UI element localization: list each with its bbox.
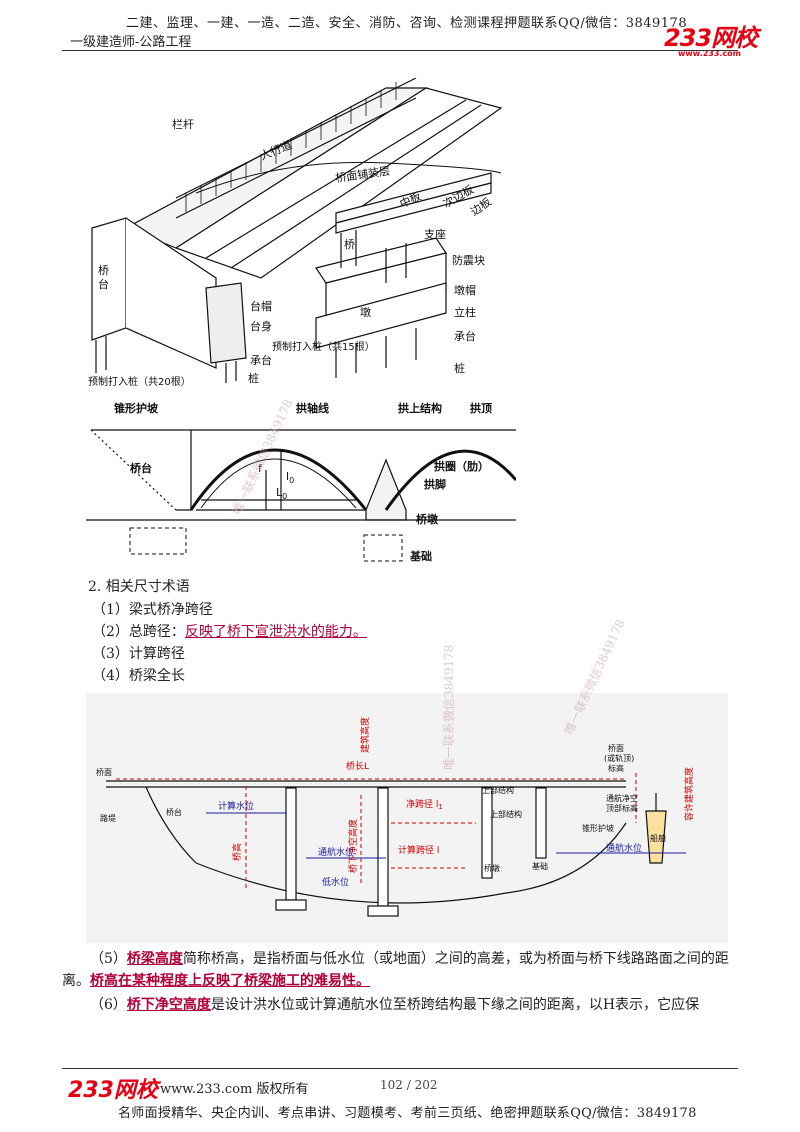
paragraph-under-clearance: （6）桥下净空高度是设计洪水位或计算通航水位至桥跨结构最下缘之间的距离，以H表示… bbox=[62, 994, 742, 1016]
fig3-clear-span-sub: 1 bbox=[438, 803, 442, 811]
fig3-bridge-height: 桥高 bbox=[231, 843, 243, 861]
term-item-3-text: 计算跨径 bbox=[128, 646, 185, 662]
label-abutment-pile-cap: 承台 bbox=[250, 353, 272, 367]
label-pile-right: 桩 bbox=[454, 361, 465, 375]
header-ad-line: 二建、监理、一建、一造、二造、安全、消防、咨询、检测课程押题联系QQ/微信：38… bbox=[126, 16, 688, 31]
label-L0-sub: 0 bbox=[282, 492, 287, 501]
label-abutment-2: 台 bbox=[98, 277, 109, 291]
label-seismic-block: 防震块 bbox=[452, 253, 485, 267]
label-l0: l0 bbox=[286, 470, 294, 485]
term-item-2-highlight: 反映了桥下宣泄洪水的能力。 bbox=[184, 624, 367, 640]
fig3-deck: 桥面 bbox=[96, 767, 112, 777]
brand-logo-text: 233网校 bbox=[664, 24, 758, 52]
label-abutment-1: 桥 bbox=[98, 264, 109, 277]
label-pier: 墩 bbox=[360, 305, 371, 319]
label-railing: 栏杆 bbox=[172, 117, 194, 131]
figure-arch-bridge: 锥形护坡 拱轴线 拱上结构 拱顶 桥台 拱圈（肋） 拱脚 桥墩 基础 f l0 … bbox=[86, 400, 516, 570]
section-heading: 2. 相关尺寸术语 bbox=[88, 579, 190, 595]
label-pier: 桥墩 bbox=[416, 512, 439, 526]
figure-beam-bridge: 栏杆 人行道 桥面铺装层 中板 次边板 边板 支座 桥 桥 台 防震块 墩帽 立… bbox=[86, 78, 506, 398]
fig3-nav-clearance: 通航净空 bbox=[606, 793, 638, 803]
label-foundation: 基础 bbox=[409, 549, 432, 563]
fig3-low-wl: 低水位 bbox=[322, 876, 349, 888]
label-abutment-body: 台身 bbox=[250, 319, 272, 333]
fig3-nav-wl2: 通航水位 bbox=[606, 842, 642, 854]
term-item-2-num: （2） bbox=[92, 624, 129, 640]
term-item-3: （3）计算跨径 bbox=[92, 644, 185, 664]
term-item-2-text: 总跨径： bbox=[128, 624, 185, 640]
p5-num: （5） bbox=[90, 951, 127, 967]
p5-term: 桥梁高度 bbox=[126, 951, 183, 967]
term-item-2: （2）总跨径：反映了桥下宣泄洪水的能力。 bbox=[92, 622, 367, 642]
fig3-embankment: 路堤 bbox=[100, 813, 116, 823]
label-spandrel: 拱上结构 bbox=[398, 401, 442, 415]
label-precast-piles-20: 预制打入桩（共20根） bbox=[88, 375, 191, 388]
fig3-clear-span-main: 净跨径 l bbox=[406, 798, 438, 810]
label-pile-cap: 承台 bbox=[454, 329, 476, 343]
fig3-nav-wl: 通航水位 bbox=[318, 846, 354, 858]
term-item-4-num: （4） bbox=[92, 668, 129, 684]
label-pier-cap: 墩帽 bbox=[454, 283, 476, 297]
fig3-cone-slope: 锥形护坡 bbox=[582, 823, 614, 833]
label-f: f bbox=[258, 462, 263, 475]
footer-page-number: 102 / 202 bbox=[380, 1078, 438, 1092]
fig3-deck-elev2: (或轨顶) bbox=[604, 753, 634, 763]
label-L0: L0 bbox=[276, 486, 287, 501]
fig3-ship: 船舶 bbox=[650, 833, 666, 843]
fig3-deck-elev: 桥面 bbox=[608, 743, 624, 753]
fig3-building-height: 建筑高度 bbox=[359, 717, 371, 753]
label-precast-piles-15: 预制打入桩（共15根） bbox=[272, 340, 375, 353]
label-arch-foot: 拱脚 bbox=[424, 477, 446, 491]
term-item-1-num: （1） bbox=[92, 602, 129, 618]
term-item-1: （1）梁式桥净跨径 bbox=[92, 600, 213, 620]
term-item-4-text: 桥梁全长 bbox=[128, 668, 185, 684]
fig3-superstructure2: 上部结构 bbox=[490, 809, 522, 819]
p5-text1: 简称桥高，是指桥面与低水位（或地面）之间的高差，或为桥面与桥下线路路面之间 bbox=[182, 951, 701, 967]
fig3-clear-span: 净跨径 l1 bbox=[406, 798, 443, 811]
figure-bridge-dimensions: 桥面 桥长L 建筑高度 桥面 (或轨顶) 标高 容许建筑高度 路堤 桥台 计算水… bbox=[86, 693, 728, 943]
label-bearing: 支座 bbox=[424, 227, 446, 241]
label-l0-main: l bbox=[286, 470, 289, 483]
label-cone-slope: 锥形护坡 bbox=[114, 401, 159, 415]
label-abutment: 桥台 bbox=[130, 461, 152, 475]
header-rule bbox=[62, 50, 738, 51]
footer-rule bbox=[62, 1068, 738, 1069]
fig3-bridge-length: 桥长L bbox=[346, 760, 369, 772]
footer-logo[interactable]: 233网校 bbox=[68, 1078, 158, 1103]
fig3-superstructure: 上部结构 bbox=[482, 785, 514, 795]
fig3-abutment: 桥台 bbox=[166, 807, 182, 817]
label-arch-ring: 拱圈（肋） bbox=[434, 459, 489, 473]
term-item-3-num: （3） bbox=[92, 646, 129, 662]
fig3-deck-elev3: 标高 bbox=[608, 763, 624, 773]
p6-num: （6） bbox=[90, 997, 127, 1013]
watermark-3: 唯一联系微信3849178 bbox=[442, 644, 456, 770]
label-l0-sub: 0 bbox=[289, 476, 294, 485]
p5-text2: 的距离。 bbox=[62, 951, 729, 989]
label-pile-left: 桩 bbox=[248, 371, 259, 385]
label-crown: 拱顶 bbox=[470, 401, 492, 415]
label-L0-main: L bbox=[276, 486, 283, 499]
header-subject: 一级建造师-公路工程 bbox=[70, 35, 192, 50]
fig3-nav-clearance2: 顶部标高 bbox=[606, 803, 638, 813]
fig3-pier: 桥墩 bbox=[484, 863, 500, 873]
footer-ad: 名师面授精华、央企内训、考点串讲、习题模考、考前三页纸、绝密押题联系QQ/微信：… bbox=[118, 1106, 697, 1121]
fig3-under-clearance: 桥下净空高度 bbox=[347, 819, 359, 873]
footer-site[interactable]: www.233.com 版权所有 bbox=[160, 1082, 309, 1097]
p5-highlight: 桥高在某种程度上反映了桥梁施工的难易性。 bbox=[90, 973, 370, 989]
label-arch-axis: 拱轴线 bbox=[296, 401, 329, 415]
label-abutment-cap: 台帽 bbox=[250, 299, 272, 313]
term-item-1-text: 梁式桥净跨径 bbox=[128, 602, 213, 618]
term-item-4: （4）桥梁全长 bbox=[92, 666, 185, 686]
p6-text: 是设计洪水位或计算通航水位至桥跨结构最下缘之间的距离，以H表示，它应保 bbox=[210, 997, 700, 1013]
fig3-design-wl: 计算水位 bbox=[218, 800, 254, 812]
paragraph-bridge-height: （5）桥梁高度简称桥高，是指桥面与低水位（或地面）之间的高差，或为桥面与桥下线路… bbox=[62, 948, 742, 992]
fig3-calc-span: 计算跨径 l bbox=[398, 844, 439, 856]
fig3-foundation: 基础 bbox=[532, 861, 548, 871]
brand-logo[interactable]: 233网校 www.233.com bbox=[664, 18, 758, 58]
p6-term: 桥下净空高度 bbox=[126, 997, 211, 1013]
label-column: 立柱 bbox=[454, 305, 476, 319]
label-bridge: 桥 bbox=[344, 238, 355, 251]
brand-logo-sub: www.233.com bbox=[678, 49, 742, 58]
fig3-allowable-height: 容许建筑高度 bbox=[683, 767, 695, 821]
